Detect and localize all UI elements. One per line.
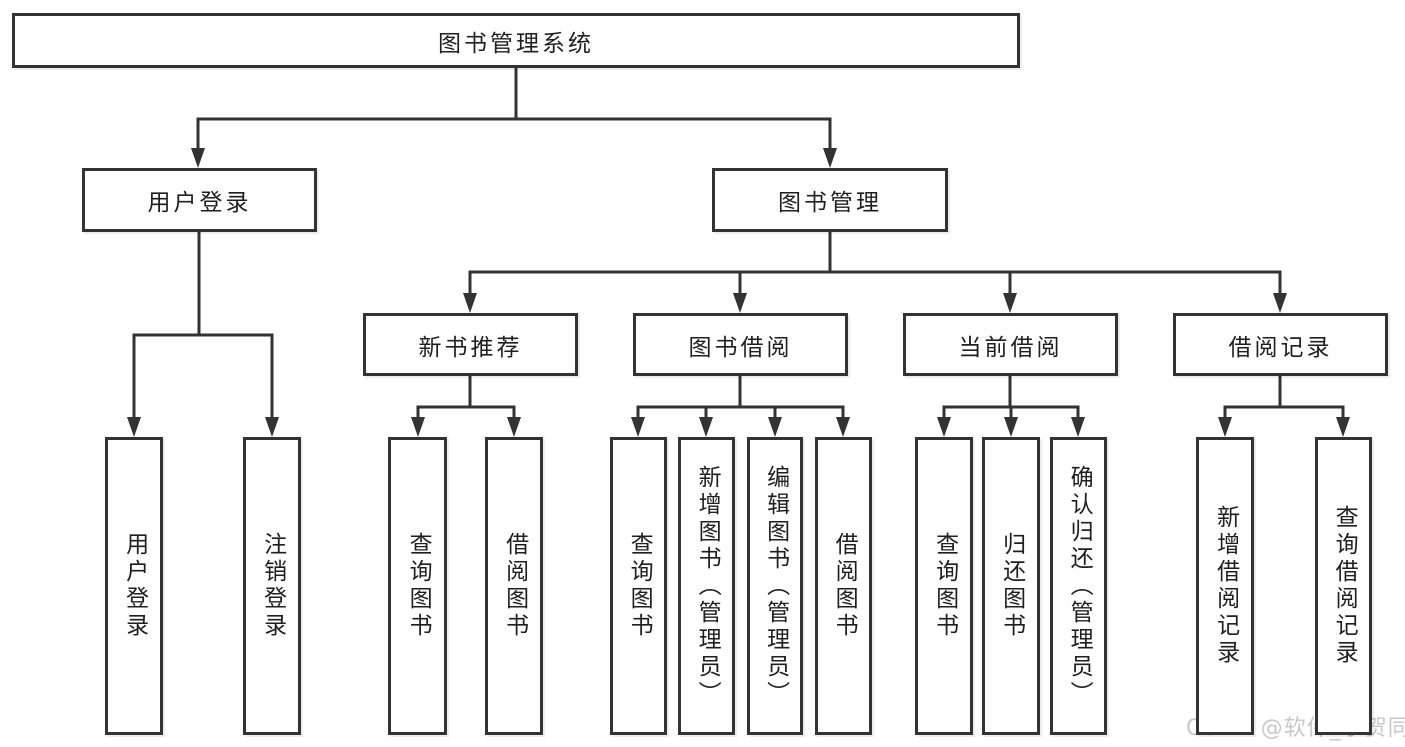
node-label-records: 借阅记录 [1228, 334, 1333, 361]
arrowhead-current-confirm [1071, 417, 1085, 437]
arrowhead-borrow-query [631, 417, 645, 437]
arrowhead-current-query [937, 417, 951, 437]
node-borrow-borrow: 借阅图书 [815, 437, 872, 735]
arrowhead-borrow-edit [768, 417, 782, 437]
node-label-current-confirm: 确认归还（管理员） [1066, 464, 1093, 708]
node-records-add: 新增借阅记录 [1196, 437, 1254, 735]
node-label-records-query: 查询借阅记录 [1331, 505, 1358, 667]
node-records-query: 查询借阅记录 [1315, 437, 1372, 735]
node-rec-query: 查询图书 [388, 437, 447, 735]
node-label-current: 当前借阅 [958, 334, 1063, 361]
node-label-records-add: 新增借阅记录 [1212, 505, 1239, 667]
node-label-borrow: 图书借阅 [688, 334, 793, 361]
node-login: 用户登录 [82, 168, 317, 232]
arrowhead-rec-borrow [507, 417, 521, 437]
arrowhead-borrow [733, 293, 747, 313]
node-current-return: 归还图书 [982, 437, 1040, 735]
node-label-borrow-edit: 编辑图书（管理员） [762, 464, 789, 708]
node-current-confirm: 确认归还（管理员） [1050, 437, 1107, 735]
arrowhead-borrow-add [699, 417, 713, 437]
arrowhead-mgmt [823, 148, 837, 168]
node-rec-borrow: 借阅图书 [485, 437, 543, 735]
node-borrow: 图书借阅 [633, 313, 848, 376]
node-borrow-query: 查询图书 [610, 437, 667, 735]
node-label-borrow-add: 新增图书（管理员） [694, 464, 721, 708]
arrowhead-login [191, 148, 205, 168]
node-label-login: 用户登录 [147, 190, 252, 216]
node-root: 图书管理系统 [12, 13, 1020, 68]
node-label-login-user: 用户登录 [121, 532, 148, 640]
node-borrow-add: 新增图书（管理员） [678, 437, 735, 735]
arrowhead-records [1273, 293, 1287, 313]
arrowhead-records-query [1336, 417, 1350, 437]
node-label-root: 图书管理系统 [438, 30, 594, 57]
node-login-user: 用户登录 [105, 437, 163, 735]
node-current: 当前借阅 [903, 313, 1118, 376]
arrowhead-borrow-borrow [836, 417, 850, 437]
arrowhead-records-add [1218, 417, 1232, 437]
node-label-current-return: 归还图书 [998, 532, 1025, 640]
arrowhead-current-return [1004, 417, 1018, 437]
node-label-current-query: 查询图书 [931, 532, 958, 640]
node-login-logout: 注销登录 [243, 437, 301, 735]
node-current-query: 查询图书 [915, 437, 973, 735]
arrowhead-login-user [127, 417, 141, 437]
node-label-borrow-borrow: 借阅图书 [831, 532, 858, 640]
arrowhead-login-logout [265, 417, 279, 437]
node-label-mgmt: 图书管理 [778, 190, 882, 216]
node-label-rec-query: 查询图书 [405, 532, 432, 640]
arrowhead-rec-query [411, 417, 425, 437]
node-label-borrow-query: 查询图书 [626, 532, 653, 640]
arrowhead-current [1003, 293, 1017, 313]
arrowhead-rec [463, 293, 477, 313]
node-rec: 新书推荐 [363, 313, 578, 376]
node-label-login-logout: 注销登录 [259, 532, 286, 640]
node-mgmt: 图书管理 [712, 168, 948, 232]
node-records: 借阅记录 [1173, 313, 1388, 376]
node-label-rec-borrow: 借阅图书 [501, 532, 528, 640]
node-borrow-edit: 编辑图书（管理员） [747, 437, 803, 735]
node-label-rec: 新书推荐 [418, 334, 523, 361]
